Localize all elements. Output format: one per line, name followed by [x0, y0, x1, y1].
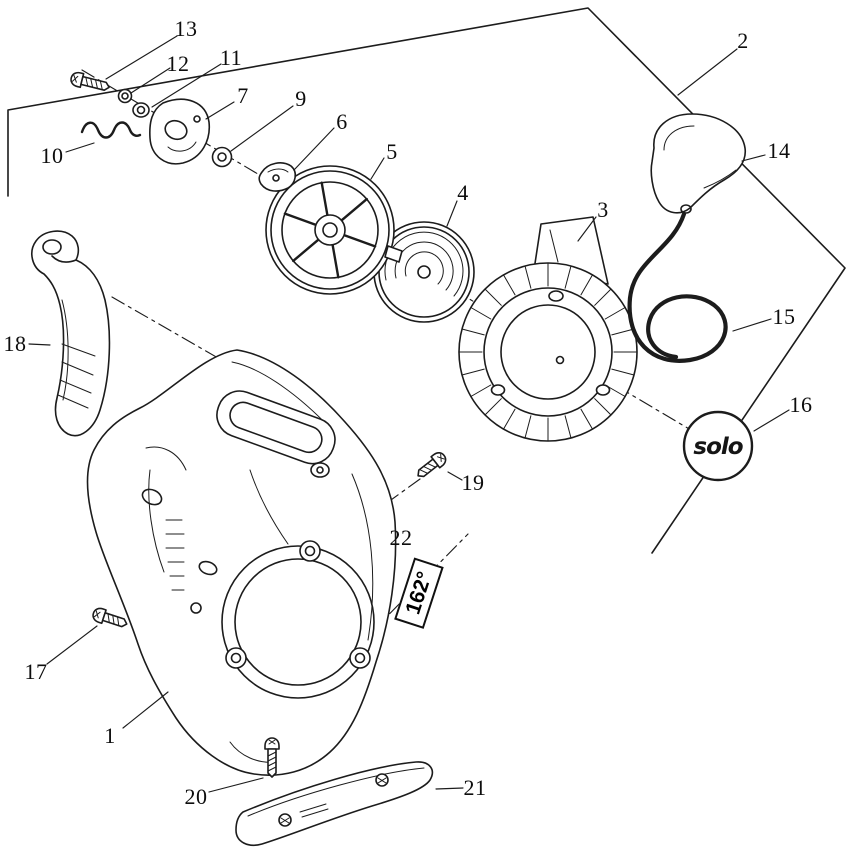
screw-19	[417, 452, 447, 478]
strip-screw-right	[375, 773, 389, 787]
part-14-starter-handle	[650, 113, 747, 214]
housing-bolt-bosses	[225, 540, 371, 669]
part-15-starter-rope	[627, 211, 728, 363]
callout-3: 3	[597, 197, 609, 222]
callout-12: 12	[166, 51, 190, 76]
callout-7: 7	[237, 83, 249, 108]
callout-22: 22	[389, 525, 413, 550]
part-12-washer	[117, 88, 133, 104]
solo-logo-text: solo	[693, 434, 742, 460]
callout-16: 16	[789, 392, 813, 417]
callout-19: 19	[461, 470, 485, 495]
leader-lines	[28, 35, 790, 793]
part-6-pawl	[258, 162, 297, 192]
part-18-grip-guard	[31, 230, 111, 437]
callout-17: 17	[24, 659, 48, 684]
guard-axis-line	[111, 296, 233, 367]
callout-13: 13	[174, 16, 198, 41]
callout-15: 15	[772, 304, 796, 329]
part-5-rope-pulley	[265, 165, 403, 295]
callout-14: 14	[767, 138, 791, 163]
part-1-fan-housing	[86, 349, 397, 776]
strip-screw-left	[278, 813, 292, 827]
callout-18: 18	[3, 331, 27, 356]
screw-13	[70, 71, 110, 91]
callout-5: 5	[386, 139, 398, 164]
part-21-guard-strip	[235, 761, 434, 846]
callout-6: 6	[336, 109, 348, 134]
part-11-cap	[132, 102, 150, 118]
callout-11: 11	[219, 45, 243, 70]
part-3-starter-housing	[458, 216, 638, 442]
callout-20: 20	[184, 784, 208, 809]
part-10-spring-clip	[80, 121, 142, 139]
callout-2: 2	[737, 28, 749, 53]
screw-20	[264, 737, 280, 778]
part-9-washer	[211, 146, 233, 168]
plane-border	[7, 7, 846, 554]
callout-1: 1	[104, 723, 116, 748]
callout-10: 10	[40, 143, 64, 168]
callout-4: 4	[457, 180, 469, 205]
screw-17	[92, 607, 128, 628]
callout-9: 9	[295, 86, 307, 111]
callout-21: 21	[463, 775, 487, 800]
part-16-brand-emblem: solo	[682, 410, 754, 482]
part-7-pawl-plate	[149, 98, 211, 165]
